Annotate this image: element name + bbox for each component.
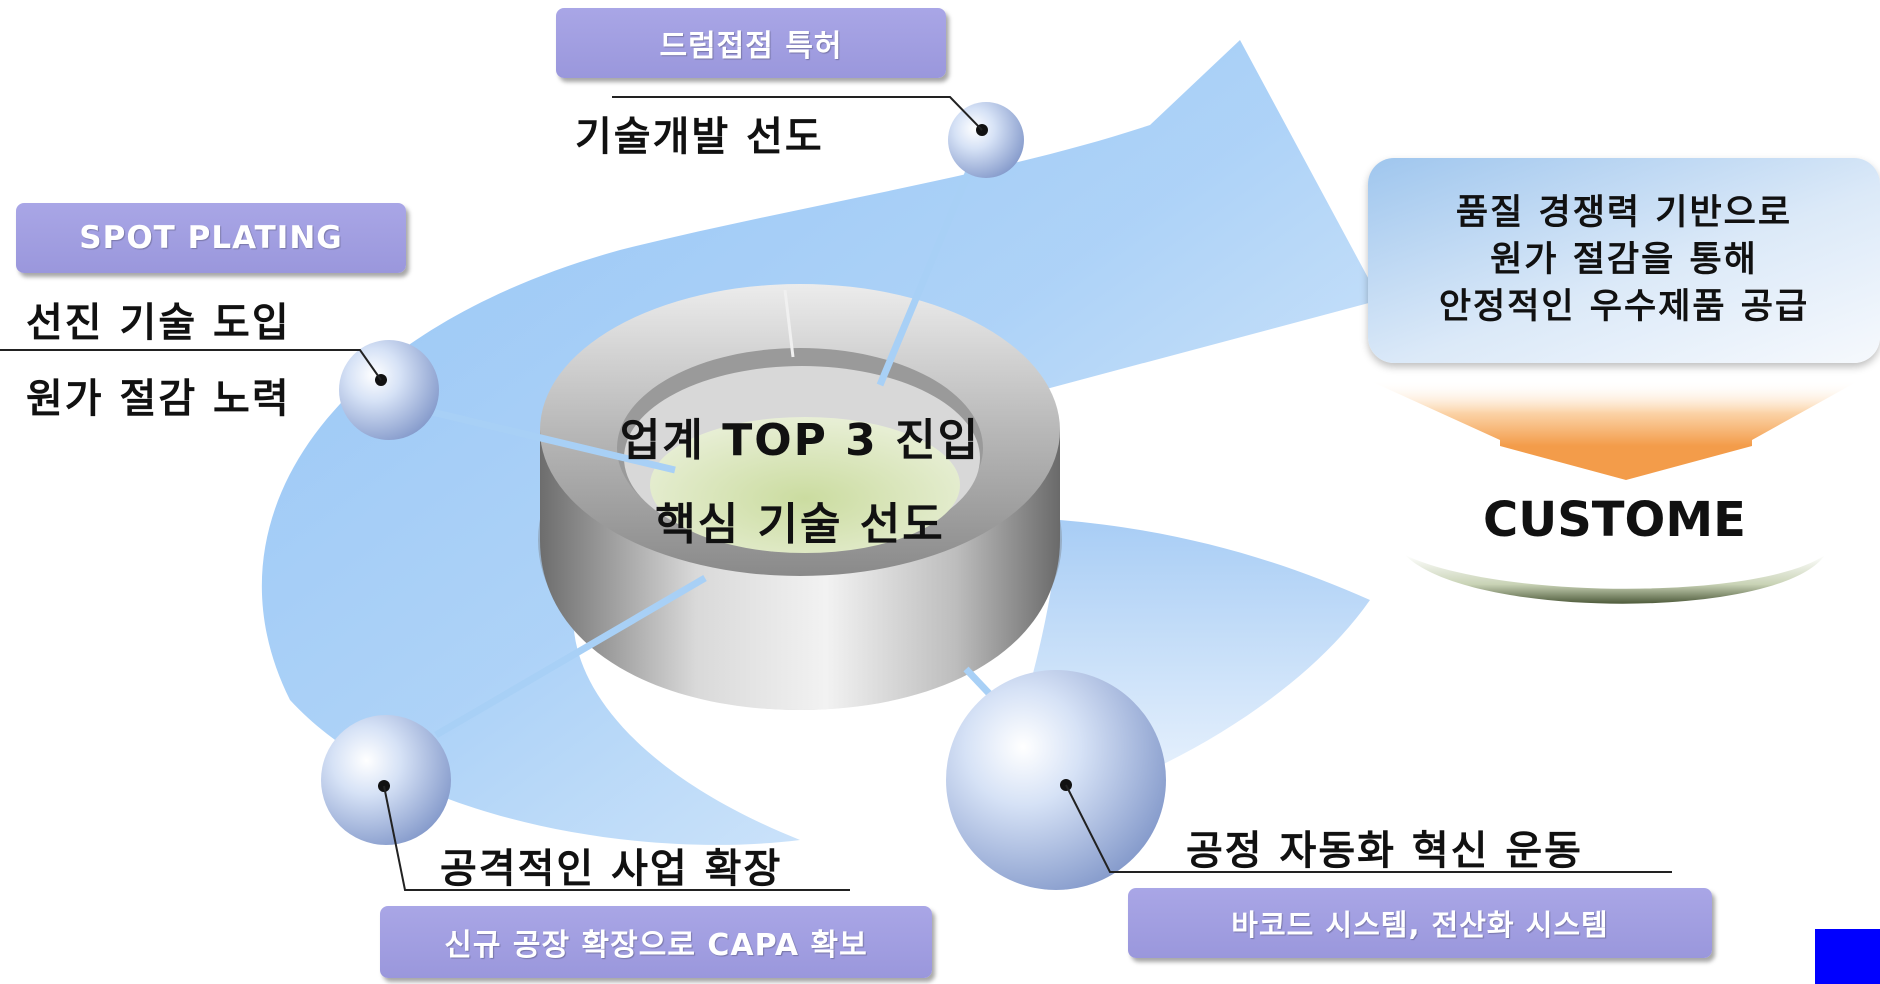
callout-line1: 품질 경쟁력 기반으로 [1455,193,1793,233]
down-arrow [1368,380,1860,446]
sphere-bottom-left [321,715,451,845]
capa-label: 신규 공장 확장으로 CAPA 확보 [444,928,868,963]
sphere-top [948,102,1024,178]
barcode-box: 바코드 시스템, 전산화 시스템 [1128,888,1712,958]
callout-line2: 원가 절감을 통해 [1490,240,1758,280]
automation-label: 공정 자동화 혁신 운동 [1186,828,1583,874]
callout-line3: 안정적인 우수제품 공급 [1438,287,1810,327]
corner-square [1815,929,1880,984]
sphere-bottom-right [946,670,1166,890]
spot-plating-label: SPOT PLATING [79,220,343,256]
customer-label: CUSTOME [1483,492,1746,548]
ring-inner-disc [650,417,960,553]
spot-plating-box: SPOT PLATING [16,203,406,273]
advanced-tech-label: 선진 기술 도입 [26,300,291,346]
sphere-left [339,340,439,440]
patent-label: 드럼접점 특허 [659,29,843,64]
customer-callout: 품질 경쟁력 기반으로 원가 절감을 통해 안정적인 우수제품 공급 [1368,158,1880,363]
capa-box: 신규 공장 확장으로 CAPA 확보 [380,906,932,978]
customer-bowl [1405,555,1825,604]
cycle-arrow [261,40,1381,845]
barcode-label: 바코드 시스템, 전산화 시스템 [1231,908,1609,942]
expansion-label: 공격적인 사업 확장 [440,846,783,892]
tech-dev-label: 기술개발 선도 [575,114,824,160]
center-line2: 핵심 기술 선도 [655,499,945,550]
cost-reduction-label: 원가 절감 노력 [26,376,291,422]
center-line1: 업계 TOP 3 진입 [619,415,981,466]
patent-box: 드럼접점 특허 [556,8,946,78]
